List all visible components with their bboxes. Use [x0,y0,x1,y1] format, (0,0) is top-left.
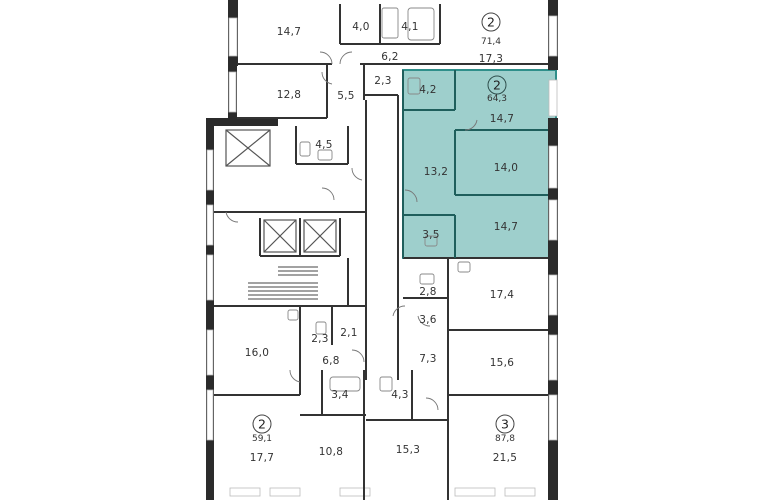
room-area-label: 4,0 [352,21,370,33]
room-area-label: 10,8 [319,446,344,458]
apartment-area: 64,3 [487,94,507,104]
room-area-label: 4,3 [391,389,409,401]
room-area-label: 14,0 [494,162,519,174]
room-area-label: 4,5 [315,139,333,151]
room-area-label: 15,3 [396,444,421,456]
room-area-label: 13,2 [424,166,449,178]
room-area-label: 14,7 [277,26,302,38]
staircase [248,266,318,300]
apartment-marker[interactable]: 2 59,1 [252,414,272,444]
room-area-label: 5,5 [337,90,355,102]
interior-walls [214,4,548,500]
apartment-rooms: 2 [487,15,495,30]
elevator-shafts [225,129,337,253]
apartment-rooms: 3 [501,417,509,432]
room-area-label: 4,1 [401,21,419,33]
fixtures [287,7,471,392]
room-area-label: 3,5 [422,229,440,241]
room-area-label: 6,2 [381,51,399,63]
room-area-label: 16,0 [245,347,270,359]
room-area-label: 14,7 [494,221,519,233]
apartment-marker-highlighted[interactable]: 2 64,3 [487,75,507,104]
room-area-label: 17,7 [250,452,275,464]
room-area-label: 3,4 [331,389,349,401]
room-labels: 14,7 4,0 4,1 17,3 6,2 2,3 12,8 5,5 4,2 1… [245,21,519,464]
apartment-marker[interactable]: 3 87,8 [495,414,515,444]
room-area-label: 12,8 [277,89,302,101]
apartment-marker-circle [495,414,515,434]
room-area-label: 14,7 [490,113,515,125]
doors [225,51,478,411]
apartment-rooms: 2 [493,78,501,93]
room-area-label: 4,2 [419,84,437,96]
apartment-marker-circle [252,414,272,434]
room-area-label: 17,4 [490,289,515,301]
room-area-label: 6,8 [322,355,340,367]
room-area-label: 15,6 [490,357,515,369]
windows [206,15,558,497]
room-area-label: 2,3 [374,75,392,87]
apartment-marker-circle [487,75,507,95]
apartment-area: 87,8 [495,434,515,444]
apartment-rooms: 2 [258,417,266,432]
highlighted-apartment-walls [402,70,548,258]
room-area-label: 2,8 [419,286,437,298]
room-area-label: 3,6 [419,314,437,326]
room-area-label: 21,5 [493,452,518,464]
room-area-label: 2,3 [311,333,329,345]
apartment-area: 71,4 [481,37,501,47]
apartment-area: 59,1 [252,434,272,444]
apartment-marker[interactable]: 2 71,4 [481,12,501,47]
room-area-label: 7,3 [419,353,437,365]
room-area-label: 2,1 [340,327,358,339]
room-area-label: 17,3 [479,53,504,65]
apartment-marker-circle [481,12,501,32]
